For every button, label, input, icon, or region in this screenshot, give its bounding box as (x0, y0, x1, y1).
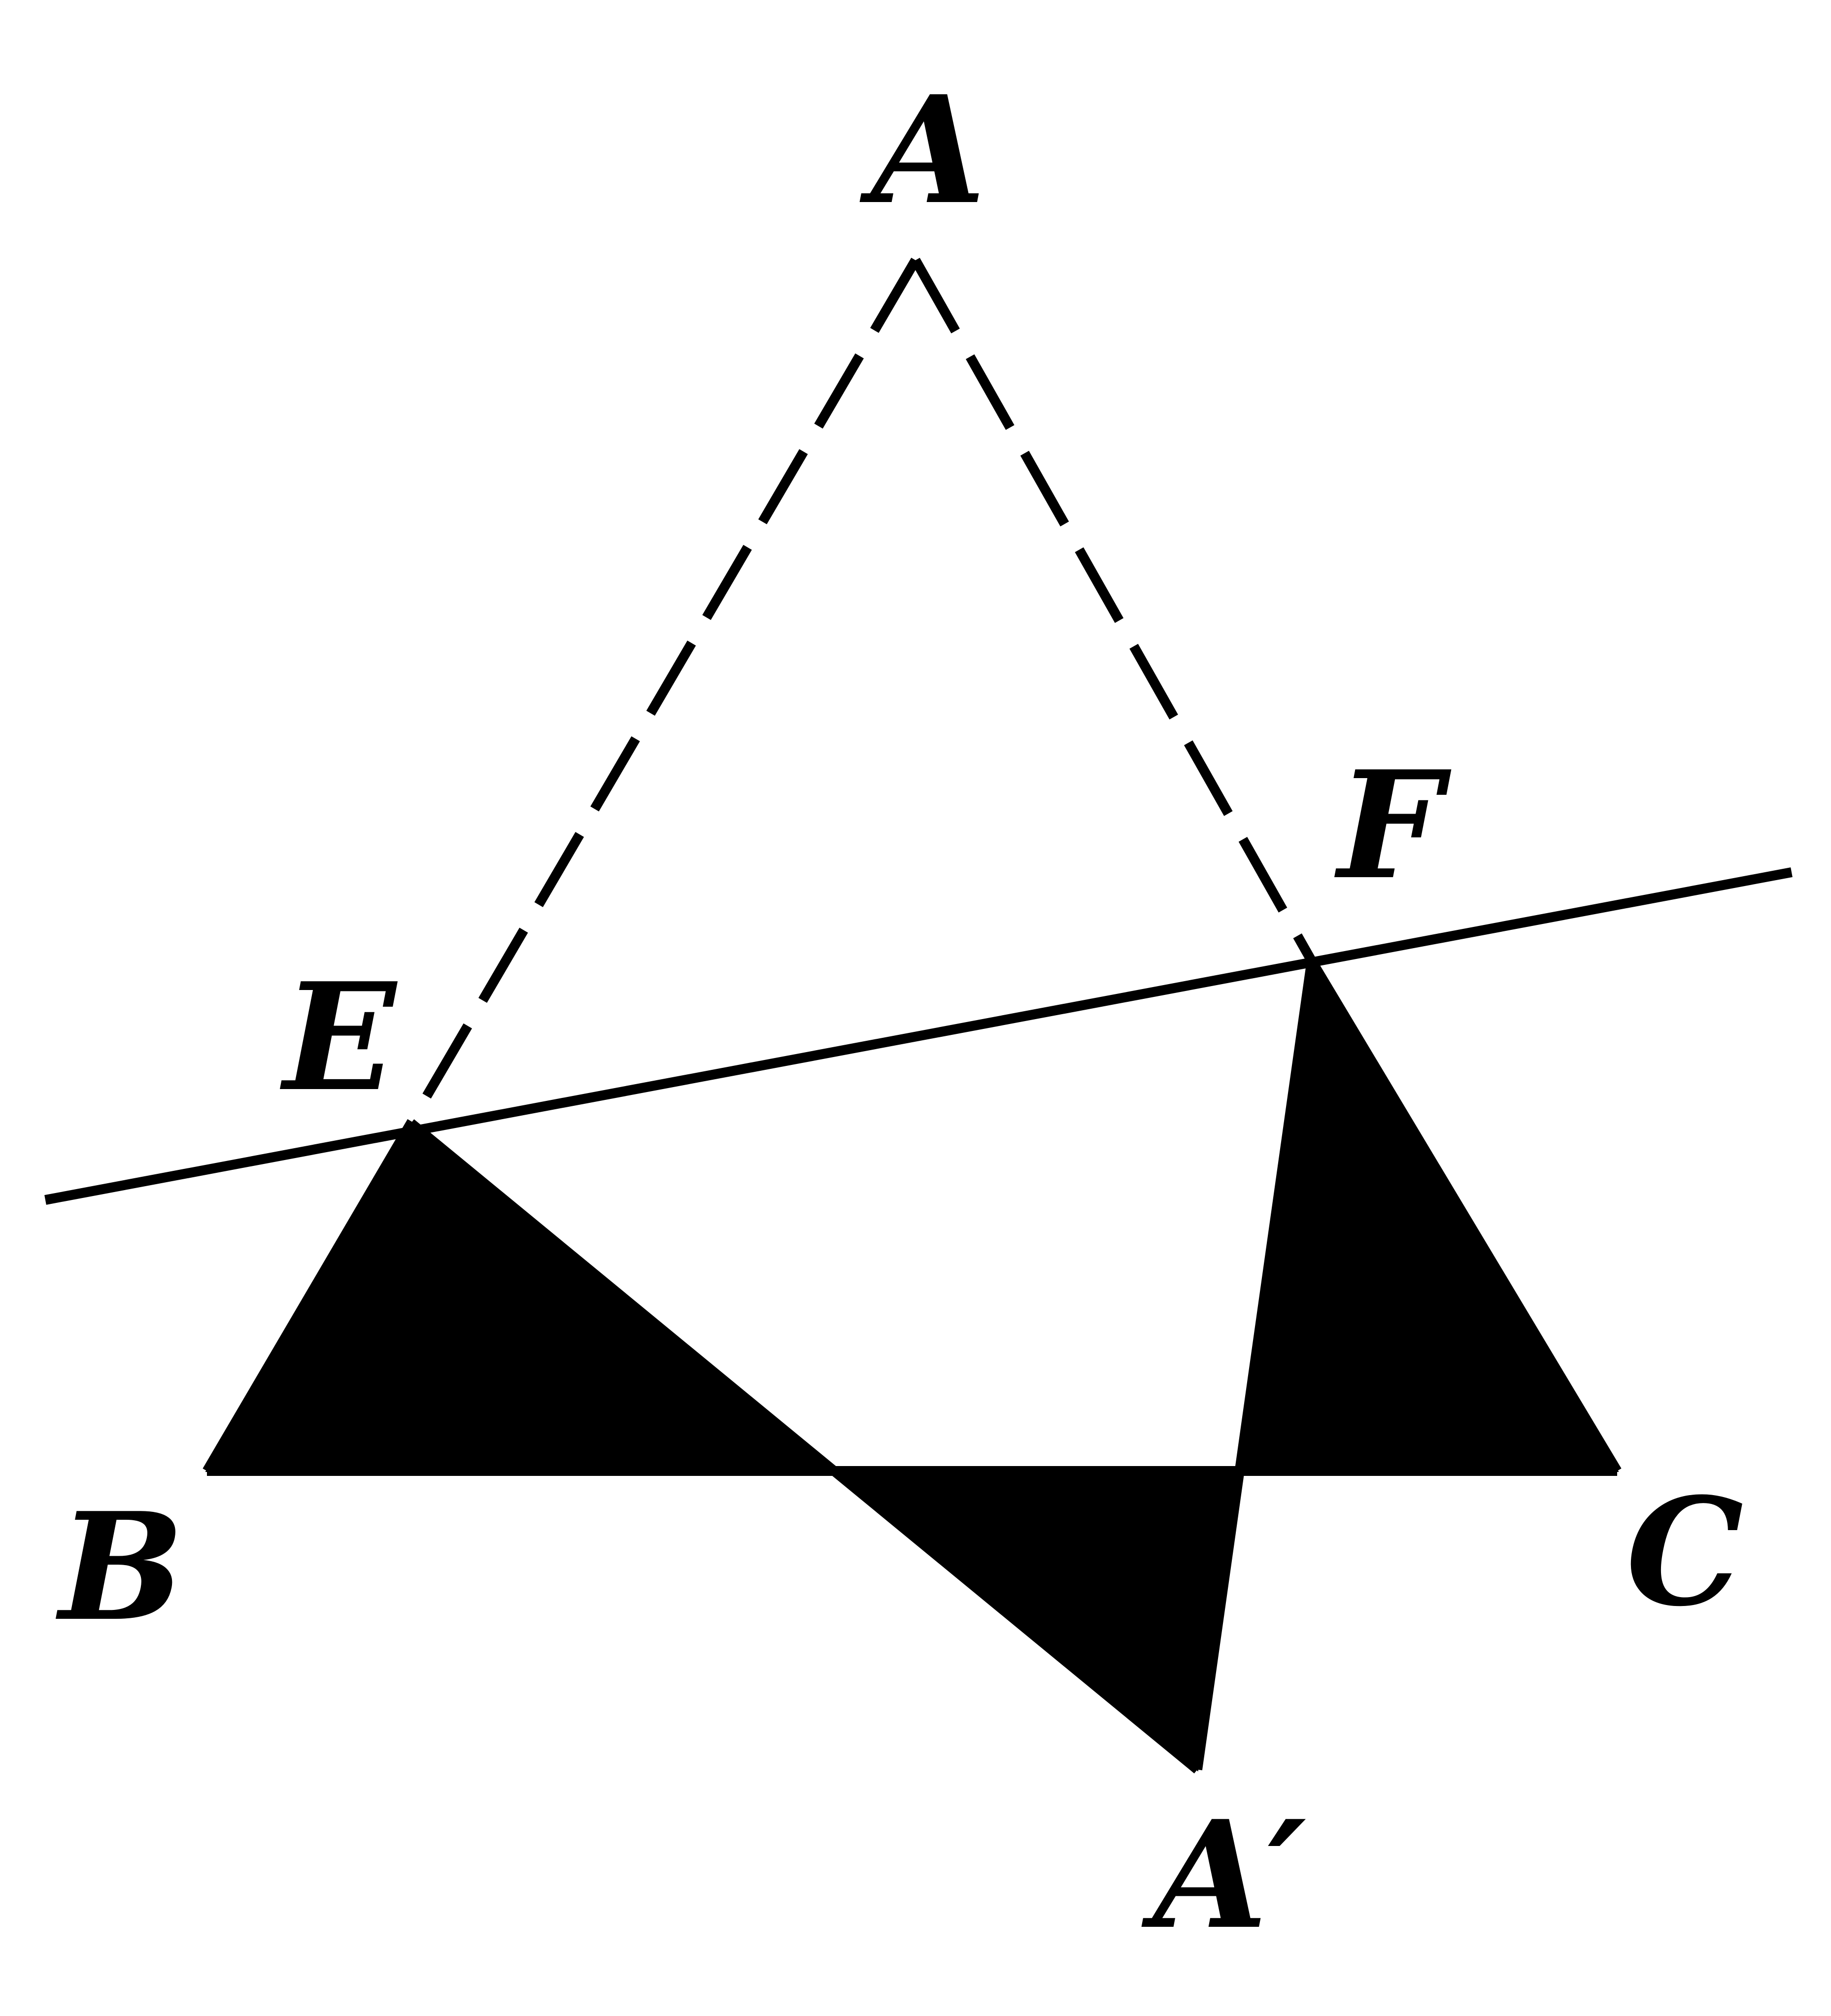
fold-line-ef (44, 867, 1793, 1205)
label-point-a: A (860, 63, 986, 237)
shaded-triangle-f-c (1235, 958, 1619, 1472)
label-point-b: B (55, 1480, 184, 1654)
shaded-triangle-b-e (205, 1121, 841, 1472)
dashed-line-a-e (407, 257, 920, 1126)
segment-e-a-prime (407, 1119, 1201, 1774)
label-point-e: E (279, 950, 399, 1124)
label-point-c: C (1626, 1465, 1744, 1639)
segment-f-c (1307, 958, 1622, 1474)
segment-b-e (203, 1120, 415, 1474)
label-point-f: F (1333, 738, 1454, 912)
shaded-triangle-a-prime (835, 1470, 1238, 1772)
label-point-a-prime: A′ (1142, 1788, 1307, 1962)
dashed-line-a-f (911, 258, 1316, 963)
segment-f-a-prime (1192, 960, 1317, 1771)
